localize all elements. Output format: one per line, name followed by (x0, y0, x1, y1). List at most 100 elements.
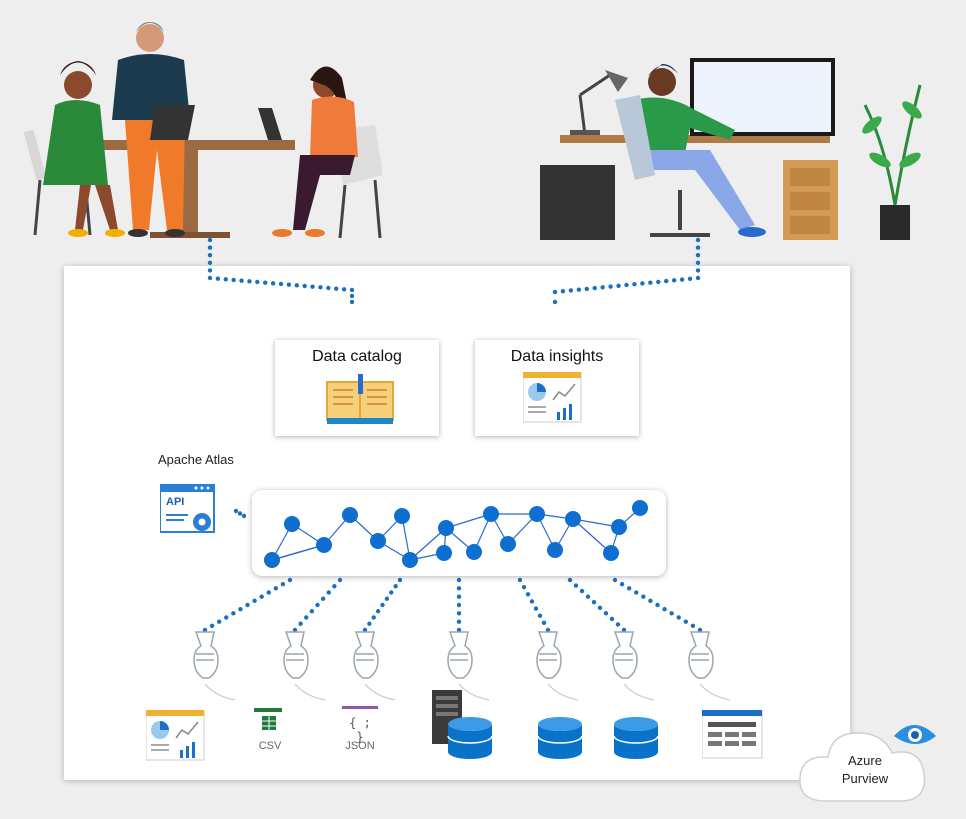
connector-dot (349, 287, 355, 293)
connector-dot (207, 275, 213, 281)
connector-dot (591, 600, 597, 605)
csv-file-icon[interactable] (254, 708, 284, 734)
connector-dot (259, 594, 264, 599)
connector-dot (456, 602, 462, 608)
connector-dot (456, 627, 462, 633)
graph-node (316, 537, 332, 553)
people-illustration (23, 22, 922, 240)
funnel-icon (193, 631, 236, 701)
connector-dot (529, 599, 535, 604)
connector-dot (286, 282, 292, 287)
connector-dot (302, 283, 307, 289)
connector-dot (287, 577, 293, 583)
connector-dot (280, 581, 286, 587)
graph-node (370, 533, 386, 549)
connector-dot (690, 623, 696, 629)
connector-dot (648, 280, 653, 285)
api-label: API (166, 496, 185, 508)
connector-dot (621, 627, 627, 633)
connector-dot (318, 285, 323, 290)
connector-dot (315, 602, 320, 608)
connector-dot (384, 596, 390, 601)
connector-dot (612, 577, 618, 583)
connector-dot (239, 278, 244, 283)
connector-dot (397, 577, 403, 583)
connector-dot (695, 245, 701, 250)
connector-dot (552, 299, 558, 305)
connector-dot (619, 581, 625, 587)
connector-dot (202, 627, 208, 633)
table-icon[interactable] (702, 710, 764, 760)
connector-dot (634, 590, 639, 595)
graph-node (611, 519, 627, 535)
connector-dot (332, 584, 337, 589)
source-report-icon[interactable] (146, 710, 206, 762)
connector-dot (669, 611, 674, 616)
book-icon (326, 374, 394, 424)
connector-dot (310, 284, 315, 289)
connector-dot (560, 289, 566, 294)
report-icon (523, 372, 582, 423)
connector-dot (624, 282, 629, 288)
graph-node (438, 520, 454, 536)
database-icon[interactable] (446, 716, 494, 762)
connector-dot (207, 253, 213, 258)
apache-atlas-label: Apache Atlas (158, 452, 234, 467)
connector-dot (456, 586, 462, 591)
graph-node (547, 542, 563, 558)
team-meeting-illustration (23, 22, 383, 239)
connector-dot (576, 287, 582, 292)
graph-node (500, 536, 516, 552)
data-catalog-card[interactable]: Data catalog (275, 340, 439, 436)
connector-dot (298, 621, 303, 626)
connector-dot (456, 611, 462, 616)
database-icon[interactable] (536, 716, 584, 762)
connector-dot (207, 268, 213, 273)
connector-dot (655, 602, 660, 608)
connector-dot (207, 260, 213, 265)
graph-node (342, 507, 358, 523)
connector-dot (294, 283, 299, 288)
connector-dot (223, 277, 228, 282)
connector-dot (241, 513, 247, 519)
connector-dot (671, 278, 677, 283)
graph-node (284, 516, 300, 532)
data-catalog-title: Data catalog (312, 348, 402, 365)
connector-dot (567, 577, 573, 583)
graph-edge (572, 518, 612, 554)
connector-dot (292, 627, 298, 633)
api-icon[interactable]: API (159, 483, 218, 538)
funnel-icon (612, 631, 655, 701)
connector-dot (641, 594, 646, 599)
connector-dot (597, 605, 603, 610)
connector-dot (517, 577, 523, 583)
connector-dot (456, 619, 462, 624)
desk-worker-illustration (540, 58, 922, 240)
data-insights-title: Data insights (510, 348, 604, 365)
connector-dot (337, 577, 343, 583)
json-file-icon[interactable] (342, 706, 378, 736)
connector-dot (616, 283, 621, 288)
database-icon[interactable] (612, 716, 660, 762)
data-insights-card[interactable]: Data insights (475, 340, 639, 436)
connector-dot (552, 289, 558, 295)
connector-dot (237, 511, 243, 516)
graph-node (483, 506, 499, 522)
connector-dot (592, 285, 597, 291)
json-label: JSON (345, 740, 375, 752)
purview-logo-icon (894, 725, 936, 744)
graph-node (264, 552, 280, 568)
connector-dot (231, 277, 236, 283)
graph-node (529, 506, 545, 522)
graph-node (632, 500, 648, 516)
cloud-shape (799, 732, 926, 802)
connector-dot (697, 627, 703, 633)
connector-dot (393, 584, 398, 589)
connector-dot (525, 592, 531, 597)
connector-dot (640, 281, 645, 286)
graph-node (603, 545, 619, 561)
connector-dot (255, 279, 260, 285)
connector-dot (349, 299, 355, 305)
connector-dot (608, 284, 613, 289)
